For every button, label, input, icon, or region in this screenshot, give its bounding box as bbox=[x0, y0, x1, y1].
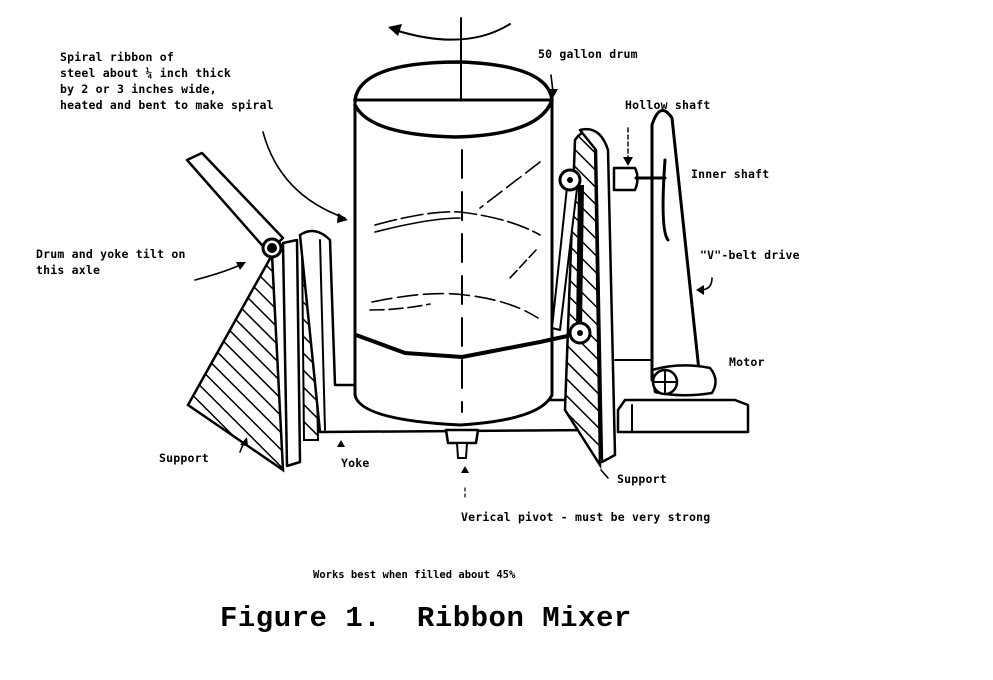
spiral-ribbon-label: Spiral ribbon of steel about ¼ inch thic… bbox=[60, 49, 274, 113]
spiral-ribbon-line-1: Spiral ribbon of bbox=[60, 50, 174, 64]
inner-shaft-label: Inner shaft bbox=[691, 167, 770, 181]
drum bbox=[353, 60, 574, 459]
drum-label: 50 gallon drum bbox=[538, 47, 638, 61]
belt-drive bbox=[614, 109, 750, 434]
motor-label: Motor bbox=[729, 355, 765, 369]
right-support bbox=[551, 127, 667, 470]
fill-note: Works best when filled about 45% bbox=[313, 569, 516, 581]
vertical-pivot-label: Verical pivot - must be very strong bbox=[461, 510, 711, 524]
spiral-ribbon-line-4: heated and bent to make spiral bbox=[60, 98, 274, 112]
right-support-label: Support bbox=[617, 472, 667, 486]
tilt-axle-line-2: this axle bbox=[36, 263, 101, 277]
tilt-axle-label: Drum and yoke tilt on this axle bbox=[36, 246, 186, 278]
left-support bbox=[185, 151, 320, 473]
spiral-ribbon-line-2: steel about ¼ inch thick bbox=[60, 66, 231, 80]
v-belt-label: "V"-belt drive bbox=[700, 248, 800, 262]
tilt-axle-line-1: Drum and yoke tilt on bbox=[36, 247, 186, 261]
yoke-label: Yoke bbox=[341, 456, 370, 470]
spiral-ribbon-line-3: by 2 or 3 inches wide, bbox=[60, 82, 217, 96]
hollow-shaft-label: Hollow shaft bbox=[625, 98, 711, 112]
figure-title: Figure 1. Ribbon Mixer bbox=[220, 602, 632, 635]
left-support-label: Support bbox=[159, 451, 209, 465]
leader-lines bbox=[194, 74, 713, 501]
